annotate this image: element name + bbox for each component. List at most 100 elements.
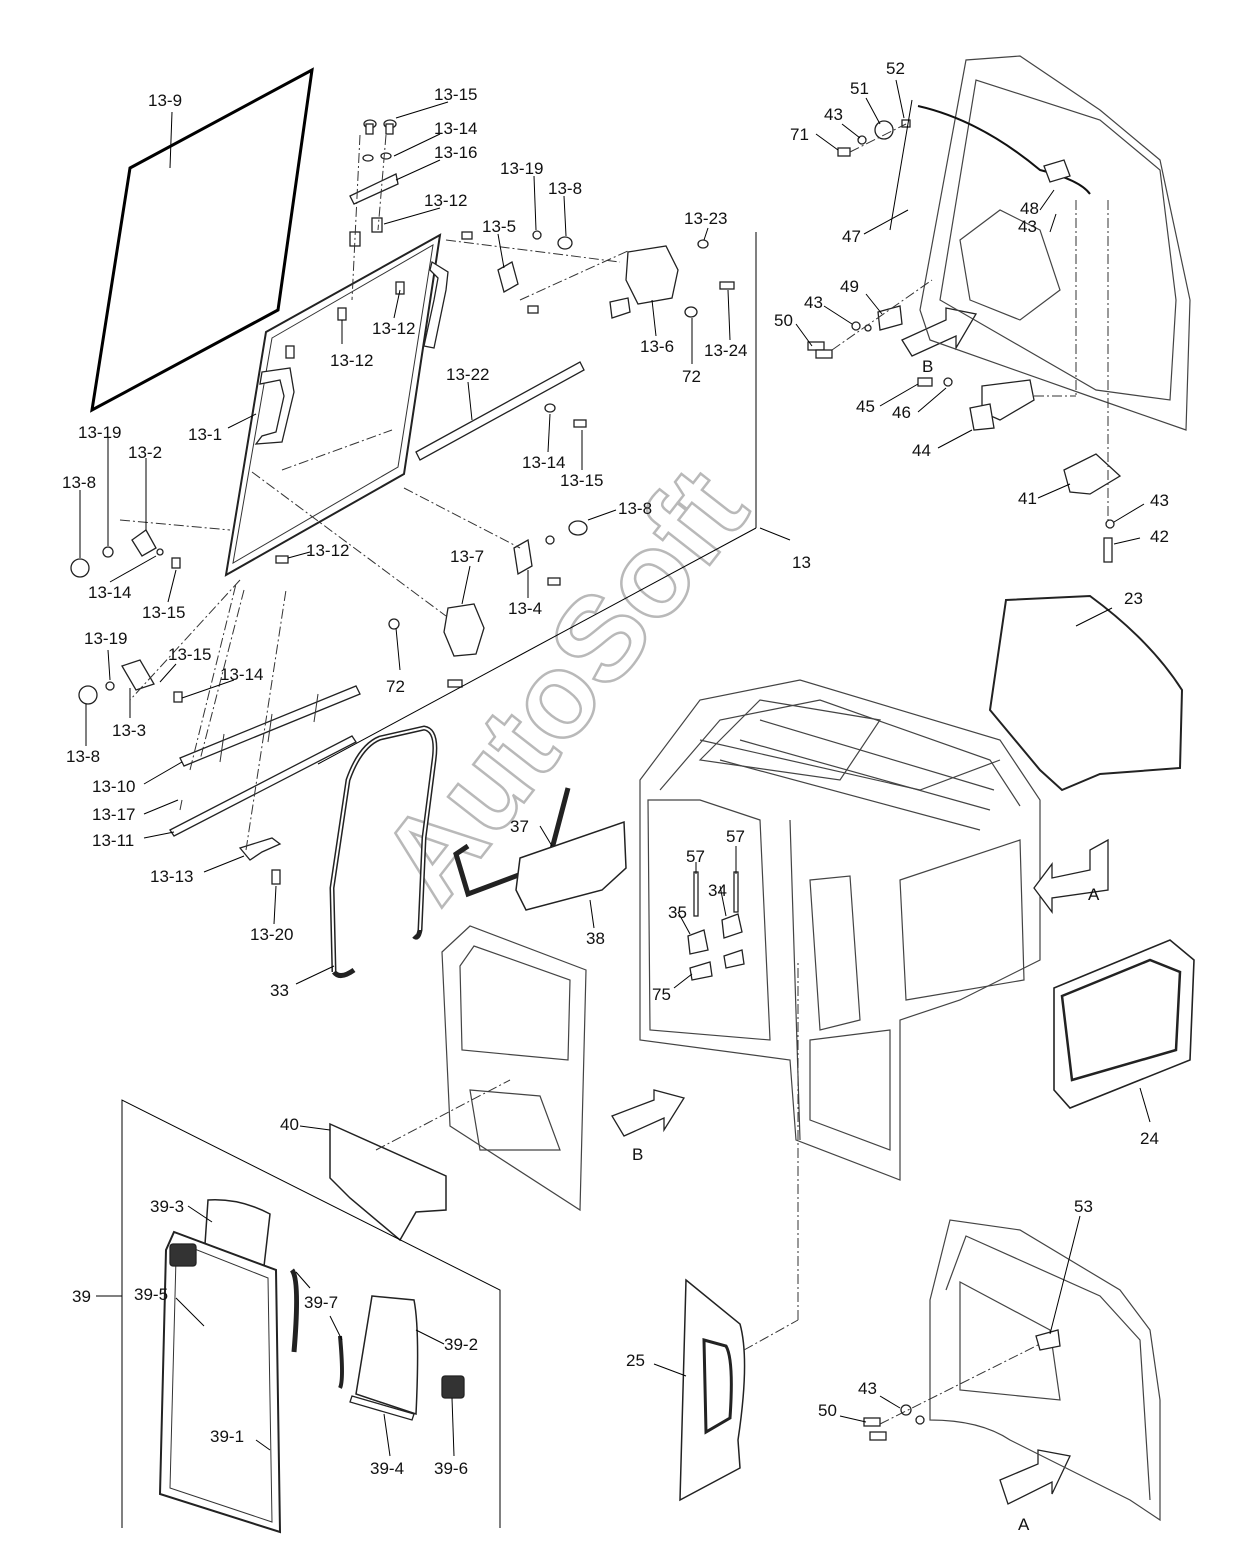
label-13-20: 13-20 — [250, 925, 293, 944]
seal-37 — [453, 787, 571, 898]
glass-39-2 — [355, 1295, 419, 1416]
label-23: 23 — [1124, 589, 1143, 608]
label-13-14: 13-14 — [522, 453, 565, 472]
label-13-3: 13-3 — [112, 721, 146, 740]
label-13-4: 13-4 — [508, 599, 542, 618]
label-38: 38 — [586, 929, 605, 948]
frame-39-1 — [158, 1230, 282, 1534]
view-arrow-b-front — [611, 1089, 686, 1137]
label-a-side: A — [1088, 885, 1100, 904]
handle-13-13 — [238, 837, 282, 861]
glass-23 — [988, 594, 1184, 792]
rear-top-hardware — [807, 119, 1122, 563]
group-39-box — [121, 1099, 501, 1528]
label-43: 43 — [1018, 217, 1037, 236]
glass-40 — [329, 1122, 447, 1242]
label-b-rear: B — [922, 357, 933, 376]
label-b-front: B — [632, 1145, 643, 1164]
label-39-3: 39-3 — [150, 1197, 184, 1216]
block-39-6 — [441, 1375, 465, 1399]
label-13-16: 13-16 — [434, 143, 477, 162]
label-a-rear: A — [1018, 1515, 1030, 1534]
label-13-10: 13-10 — [92, 777, 135, 796]
label-24: 24 — [1140, 1129, 1159, 1148]
label-47: 47 — [842, 227, 861, 246]
label-13-15: 13-15 — [560, 471, 603, 490]
label-40: 40 — [280, 1115, 299, 1134]
label-13-13: 13-13 — [150, 867, 193, 886]
strip-13-22 — [415, 361, 585, 461]
glass-24 — [1053, 939, 1195, 1109]
label-53: 53 — [1074, 1197, 1093, 1216]
seal-39-7 — [289, 1268, 300, 1353]
label-43: 43 — [858, 1379, 877, 1398]
cab-door — [441, 925, 587, 1212]
label-43: 43 — [1150, 491, 1169, 510]
label-41: 41 — [1018, 489, 1037, 508]
label-13-12: 13-12 — [330, 351, 373, 370]
label-13-14: 13-14 — [88, 583, 131, 602]
label-35: 35 — [668, 903, 687, 922]
label-39-7: 39-7 — [304, 1293, 338, 1312]
label-51: 51 — [850, 79, 869, 98]
label-13-9: 13-9 — [148, 91, 182, 110]
door-lock-13-7 — [251, 471, 485, 688]
label-50: 50 — [774, 311, 793, 330]
label-39-1: 39-1 — [210, 1427, 244, 1446]
label-13-15: 13-15 — [434, 85, 477, 104]
hinge-13-4 — [403, 487, 588, 586]
label-45: 45 — [856, 397, 875, 416]
label-52: 52 — [886, 59, 905, 78]
label-13-19: 13-19 — [84, 629, 127, 648]
label-34: 34 — [708, 881, 727, 900]
label-71: 71 — [790, 125, 809, 144]
label-13-14: 13-14 — [434, 119, 477, 138]
label-39-6: 39-6 — [434, 1459, 468, 1478]
label-42: 42 — [1150, 527, 1169, 546]
label-13-11: 13-11 — [92, 831, 134, 850]
label-50: 50 — [818, 1401, 837, 1420]
label-13-8: 13-8 — [618, 499, 652, 518]
label-13-12: 13-12 — [424, 191, 467, 210]
label-48: 48 — [1020, 199, 1039, 218]
label-75: 75 — [652, 985, 671, 1004]
label-13-5: 13-5 — [482, 217, 516, 236]
label-33: 33 — [270, 981, 289, 1000]
label-13-23: 13-23 — [684, 209, 727, 228]
top-hinge-hardware — [349, 119, 399, 301]
part-labels: 13-9 13-15 13-14 13-16 13-12 13-19 13-8 … — [62, 59, 1169, 1534]
hinge-13-2 — [70, 519, 231, 578]
hinge-bracket-13-5 — [445, 230, 631, 314]
label-13-24: 13-24 — [704, 341, 747, 360]
label-13-19: 13-19 — [500, 159, 543, 178]
label-13-8: 13-8 — [548, 179, 582, 198]
label-39-5: 39-5 — [134, 1285, 168, 1304]
rear-cab-view-top — [917, 55, 1191, 431]
label-39: 39 — [72, 1287, 91, 1306]
label-13-12: 13-12 — [306, 541, 349, 560]
label-43: 43 — [804, 293, 823, 312]
label-49: 49 — [840, 277, 859, 296]
leader-lines — [79, 79, 1151, 1457]
label-13-15: 13-15 — [142, 603, 185, 622]
sliding-rails — [169, 583, 361, 837]
label-13-8: 13-8 — [66, 747, 100, 766]
label-72: 72 — [386, 677, 405, 696]
label-13-6: 13-6 — [640, 337, 674, 356]
label-13-14: 13-14 — [220, 665, 263, 684]
cab-body — [639, 679, 1041, 1181]
label-13-8: 13-8 — [62, 473, 96, 492]
label-13-22: 13-22 — [446, 365, 489, 384]
front-window-frame-13-1 — [224, 233, 449, 577]
glass-38 — [515, 820, 627, 911]
door-lock-13-6 — [609, 239, 735, 319]
label-13-7: 13-7 — [450, 547, 484, 566]
label-72: 72 — [682, 367, 701, 386]
view-arrow-b-rear — [901, 307, 978, 357]
front-upper-glass-13-9 — [90, 67, 314, 413]
label-44: 44 — [912, 441, 931, 460]
label-43: 43 — [824, 105, 843, 124]
label-25: 25 — [626, 1351, 645, 1370]
block-39-3-clip — [169, 1243, 197, 1267]
